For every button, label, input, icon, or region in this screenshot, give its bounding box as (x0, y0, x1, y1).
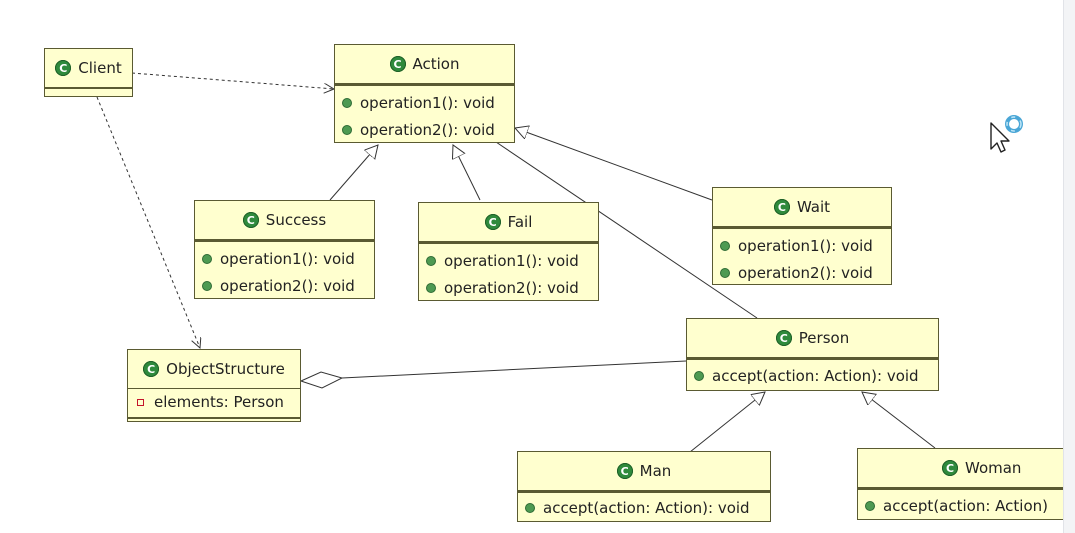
aggregation-diamond (299, 371, 344, 389)
public-method-icon (694, 370, 704, 381)
member-row: operation1(): void (419, 247, 598, 274)
class-success-members: operation1(): void operation2(): void (195, 240, 374, 298)
class-wait-name: Wait (796, 198, 831, 216)
public-method-icon (426, 255, 436, 266)
member-row: operation1(): void (195, 245, 374, 272)
class-person-name: Person (798, 329, 850, 347)
class-action-members: operation1(): void operation2(): void (335, 84, 514, 142)
member-label: elements: Person (154, 393, 284, 411)
member-label: accept(action: Action): void (712, 366, 919, 385)
class-success-name: Success (265, 211, 327, 229)
class-c-icon: C (775, 330, 792, 346)
generalization-woman-person (862, 392, 936, 449)
class-objectstructure[interactable]: C ObjectStructure elements: Person (127, 349, 301, 422)
class-c-icon: C (55, 60, 72, 76)
class-c-icon: C (616, 463, 633, 479)
class-success[interactable]: C Success operation1(): void operation2(… (194, 200, 375, 299)
member-row: accept(action: Action): void (687, 362, 938, 389)
public-method-icon (202, 253, 212, 264)
class-objectstructure-methods (128, 417, 300, 421)
member-row: accept(action: Action) (858, 492, 1063, 519)
class-woman-header: C Woman (858, 449, 1063, 488)
class-person-header: C Person (687, 319, 938, 358)
class-c-icon: C (942, 460, 958, 476)
member-label: operation1(): void (360, 93, 495, 112)
class-woman-members: accept(action: Action) (858, 488, 1063, 519)
class-objectstructure-name: ObjectStructure (166, 360, 285, 378)
class-man-header: C Man (518, 452, 770, 491)
generalization-man-person (689, 392, 765, 453)
member-label: operation2(): void (738, 263, 873, 282)
class-woman-name: Woman (965, 459, 1022, 477)
class-fail-header: C Fail (419, 203, 598, 242)
class-client-header: C Client (45, 49, 132, 88)
generalization-wait-action (515, 128, 713, 201)
class-wait-members: operation1(): void operation2(): void (713, 227, 891, 284)
class-action-name: Action (412, 55, 460, 73)
member-row: operation2(): void (419, 274, 598, 300)
member-label: operation2(): void (220, 276, 355, 295)
private-field-icon (137, 398, 144, 406)
aggregation-objectstructure-person (341, 360, 687, 379)
member-row: operation1(): void (335, 89, 514, 116)
class-objectstructure-header: C ObjectStructure (128, 350, 300, 389)
public-method-icon (342, 97, 352, 108)
class-person-members: accept(action: Action): void (687, 358, 938, 390)
public-method-icon (202, 280, 212, 291)
class-fail[interactable]: C Fail operation1(): void operation2(): … (418, 202, 599, 301)
class-woman[interactable]: C Woman accept(action: Action) (857, 448, 1063, 520)
member-row: elements: Person (128, 389, 300, 415)
class-success-header: C Success (195, 201, 374, 240)
class-client[interactable]: C Client (44, 48, 133, 97)
public-method-icon (426, 282, 436, 293)
member-label: operation2(): void (444, 278, 579, 297)
member-row: operation1(): void (713, 232, 891, 259)
association-action-person (495, 141, 758, 319)
class-man-members: accept(action: Action): void (518, 491, 770, 521)
member-label: operation2(): void (360, 120, 495, 139)
public-method-icon (720, 240, 730, 251)
class-client-name: Client (78, 59, 122, 77)
busy-cursor-icon (990, 115, 1023, 153)
generalization-success-action (329, 145, 378, 201)
class-c-icon: C (484, 214, 501, 230)
class-objectstructure-members: elements: Person (128, 389, 300, 417)
member-label: accept(action: Action) (883, 496, 1048, 515)
member-row: operation2(): void (195, 272, 374, 298)
class-man[interactable]: C Man accept(action: Action): void (517, 451, 771, 522)
class-action[interactable]: C Action operation1(): void operation2()… (334, 44, 515, 143)
public-method-icon (865, 500, 875, 511)
member-label: accept(action: Action): void (543, 498, 750, 517)
dependency-client-objectstructure (96, 96, 200, 348)
member-row: operation2(): void (335, 116, 514, 142)
public-method-icon (720, 267, 730, 278)
public-method-icon (525, 502, 535, 513)
class-fail-name: Fail (507, 213, 533, 231)
class-c-icon: C (773, 199, 790, 215)
generalization-fail-action (453, 145, 481, 201)
member-row: accept(action: Action): void (518, 494, 770, 521)
dependency-client-action (131, 72, 334, 89)
right-edge-scrollbar[interactable] (1063, 0, 1075, 533)
class-wait[interactable]: C Wait operation1(): void operation2(): … (712, 187, 892, 285)
class-wait-header: C Wait (713, 188, 891, 227)
public-method-icon (342, 124, 352, 135)
class-c-icon: C (143, 361, 160, 377)
member-label: operation1(): void (220, 249, 355, 268)
class-fail-members: operation1(): void operation2(): void (419, 242, 598, 300)
class-client-attributes (45, 88, 132, 92)
class-man-name: Man (639, 462, 672, 480)
class-action-header: C Action (335, 45, 514, 84)
member-label: operation1(): void (738, 236, 873, 255)
member-row: operation2(): void (713, 259, 891, 284)
class-c-icon: C (389, 56, 406, 72)
class-c-icon: C (242, 212, 259, 228)
class-person[interactable]: C Person accept(action: Action): void (686, 318, 939, 391)
member-label: operation1(): void (444, 251, 579, 270)
